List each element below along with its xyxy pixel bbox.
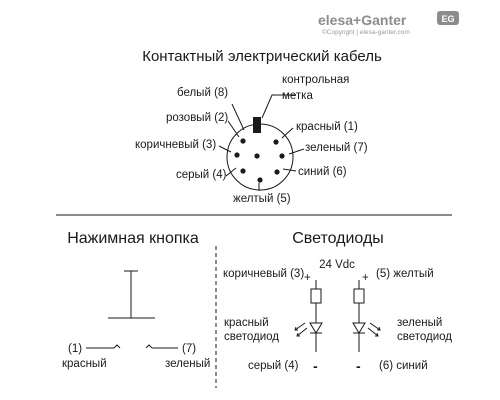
pin-center [254, 153, 260, 159]
pin-pink [240, 138, 246, 144]
label-green-led-line1: зеленый [397, 317, 442, 329]
led-green-symbol [352, 322, 366, 334]
pin-red [273, 139, 279, 145]
label-green: зеленый (7) [305, 142, 368, 154]
label-red: красный (1) [296, 121, 358, 133]
logo-copyright-text: ©Copyright | elesa-ganter.com [322, 28, 410, 36]
brand-logo: elesa+Ganter ©Copyright | elesa-ganter.c… [318, 11, 459, 36]
contact-right-tip [145, 344, 153, 349]
leader-blue [282, 168, 297, 172]
push-button-heading: Нажимная кнопка [67, 230, 199, 247]
label-pink: розовый (2) [166, 112, 228, 124]
logo-brand-text: elesa+Ganter [318, 12, 407, 28]
plus-left: + [304, 272, 311, 284]
button-right-number: (7) [182, 343, 196, 355]
pin-yellow [257, 177, 263, 183]
light-ray-red-1 [296, 327, 308, 337]
label-green-led-line2: светодиод [397, 331, 452, 343]
contact-left-tip [113, 344, 121, 349]
label-blue: синий (6) [298, 166, 347, 178]
page-title: Контактный электрический кабель [142, 48, 382, 65]
connector-pinout: белый (8) розовый (2) коричневый (3) сер… [135, 74, 368, 205]
pin-blue [274, 169, 280, 175]
reference-marker [253, 117, 261, 133]
resistor-right [353, 288, 365, 304]
pin-grey [240, 168, 246, 174]
label-led-blue: (6) синий [379, 360, 428, 372]
label-led-brown: коричневый (3) [223, 268, 304, 280]
logo-badge-text: EG [441, 14, 454, 24]
leader-grey [225, 167, 237, 177]
light-ray-red-2-head [294, 326, 298, 331]
label-marker-line1: контрольная [282, 74, 349, 86]
button-right-color: зеленый [165, 358, 210, 370]
leader-red [281, 127, 294, 139]
minus-left: - [313, 358, 318, 374]
plus-right: + [362, 272, 369, 284]
light-ray-green-1-head [375, 332, 379, 337]
label-red-led-line1: красный [224, 317, 269, 329]
light-ray-green-1 [367, 327, 379, 337]
leader-white [231, 103, 245, 131]
label-led-grey: серый (4) [248, 360, 299, 372]
light-ray-red-2 [294, 322, 306, 331]
push-button-section: Нажимная кнопка (1) красный (7) зеленый [62, 230, 210, 370]
label-brown: коричневый (3) [135, 139, 216, 151]
minus-right: - [356, 358, 361, 374]
label-red-led-line2: светодиод [224, 331, 279, 343]
label-grey: серый (4) [176, 169, 227, 181]
led-red-symbol [309, 322, 323, 334]
leader-marker [261, 94, 296, 119]
leader-green [288, 148, 305, 155]
light-ray-green-2 [369, 322, 381, 331]
leader-pink [227, 120, 240, 138]
button-left-color: красный [62, 358, 107, 370]
led-heading: Светодиоды [292, 230, 384, 247]
light-ray-red-1-head [296, 332, 300, 337]
label-yellow: желтый (5) [233, 193, 291, 205]
led-section: Светодиоды 24 Vdc коричневый (3) (5) жел… [223, 230, 452, 374]
logo-badge [437, 11, 459, 25]
label-marker-line2: метка [282, 90, 313, 102]
light-ray-green-2-head [377, 326, 381, 331]
supply-voltage: 24 Vdc [319, 259, 355, 271]
leader-brown [218, 145, 232, 153]
label-white: белый (8) [177, 87, 228, 99]
resistor-left [310, 288, 322, 304]
button-left-number: (1) [68, 343, 82, 355]
label-led-yellow: (5) желтый [376, 268, 434, 280]
pin-green [279, 153, 285, 159]
pin-brown [234, 152, 240, 158]
